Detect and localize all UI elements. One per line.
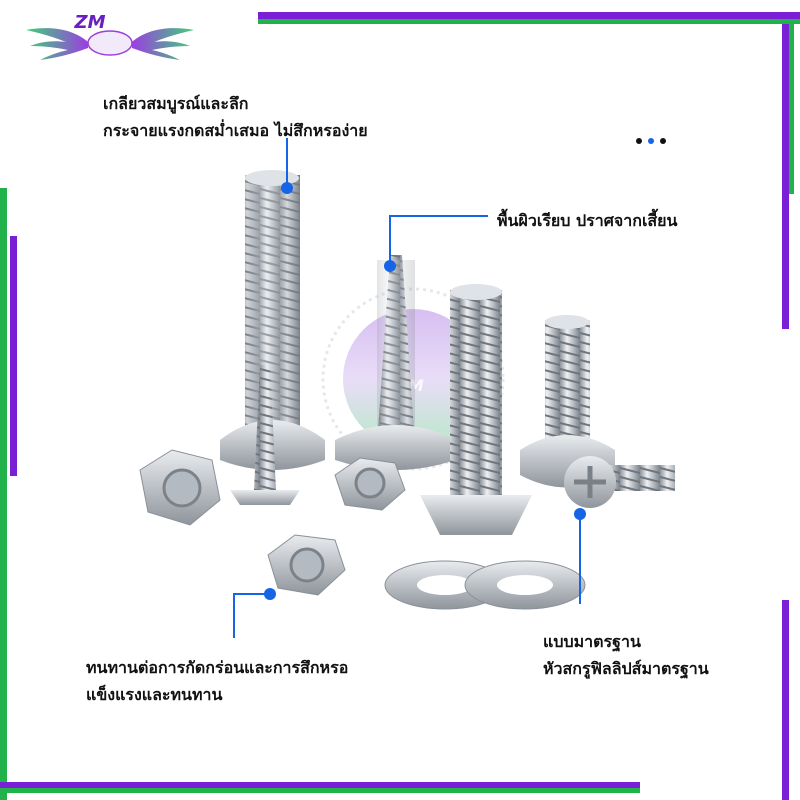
screws-nuts-washers-illustration [139,170,675,610]
logo-text: ZM [74,12,106,33]
thread-quality-line2: กระจายแรงกดสม่ำเสมอ ไม่สึกหรอง่าย [103,121,368,140]
durability-line2: แข็งแรงและทนทาน [86,685,223,704]
frame-top-green-bar [258,19,800,24]
frame-top-purple-bar [258,12,800,19]
thread-quality-label: เกลียวสมบูรณ์และลึก กระจายแรงกดสม่ำเสมอ … [103,90,368,144]
smooth-surface-label: พื้นผิวเรียบ ปราศจากเสี้ยน [497,207,678,234]
smooth-surface-line1: พื้นผิวเรียบ ปราศจากเสี้ยน [497,211,678,230]
frame-bottom-green-bar [0,788,640,793]
thread-quality-line1: เกลียวสมบูรณ์และลึก [103,94,249,113]
frame-right-lower-purple-bar [782,600,789,800]
standard-head-label: แบบมาตรฐาน หัวสกรูฟิลลิปส์มาตรฐาน [543,628,709,682]
frame-bottom-purple-bar [0,782,640,788]
durability-label: ทนทานต่อการกัดกร่อนและการสึกหรอ แข็งแรงแ… [86,654,348,708]
zm-wings-logo [26,28,194,60]
frame-left-purple-bar [10,236,17,476]
standard-head-line1: แบบมาตรฐาน [543,632,641,651]
durability-line1: ทนทานต่อการกัดกร่อนและการสึกหรอ [86,658,349,677]
frame-right-green-bar [789,24,794,194]
frame-left-green-bar [0,188,7,800]
frame-right-purple-bar [782,24,789,329]
standard-head-line2: หัวสกรูฟิลลิปส์มาตรฐาน [543,659,709,678]
more-dots-icon [636,138,670,148]
